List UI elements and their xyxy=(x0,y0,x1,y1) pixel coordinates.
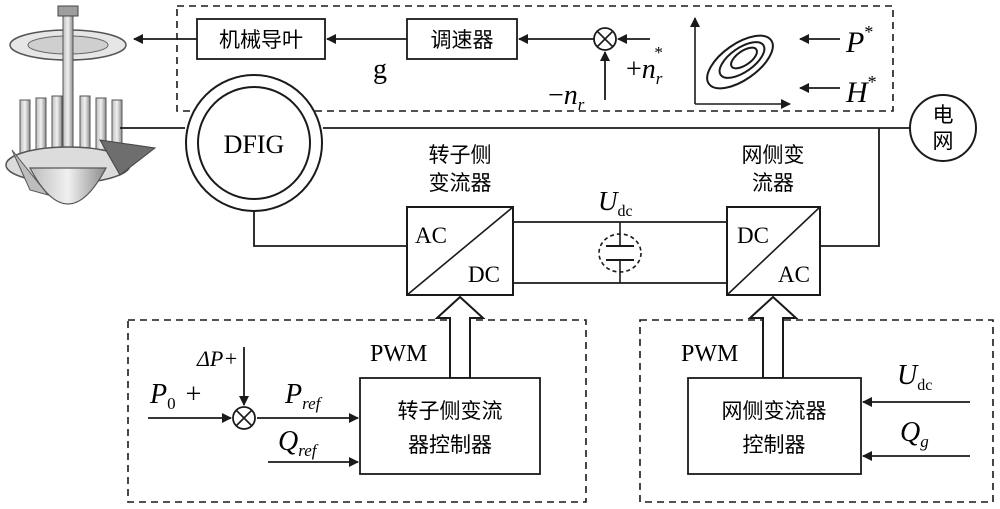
pref-subscript: ref xyxy=(302,394,323,413)
qref-label: Qref xyxy=(278,426,319,460)
pwm-arrow-left xyxy=(434,295,486,379)
p0-label: P0 + xyxy=(149,379,201,413)
udc-input-label: Udc xyxy=(897,360,932,394)
p-star-symbol: P xyxy=(845,26,864,59)
gsc-controller-block xyxy=(687,377,862,475)
gsc-title-line2: 流器 xyxy=(752,171,794,195)
udc-input-subscript: dc xyxy=(917,377,932,394)
nr-subscript: r xyxy=(578,95,585,114)
rsc-controller-line2: 器控制器 xyxy=(408,433,492,457)
power-summing-junction xyxy=(232,406,256,430)
udc-input-symbol: U xyxy=(897,360,919,391)
rsc-ac-label: AC xyxy=(415,223,447,248)
grid-label-line1: 电 xyxy=(933,103,954,127)
gsc-dc-label: DC xyxy=(737,223,769,248)
nr-star-subscript: r xyxy=(656,69,663,88)
gsc-ac-label: AC xyxy=(778,262,810,287)
plus-sign: + xyxy=(626,54,642,85)
power-reference-label: P* xyxy=(845,22,873,59)
nr-star-symbol: n xyxy=(642,54,656,85)
rsc-title-line1: 转子侧 xyxy=(429,143,492,167)
p0-symbol: P xyxy=(149,379,167,410)
h-star-superscript: * xyxy=(868,72,877,92)
grid-side-converter xyxy=(726,206,821,296)
guide-opening-label: g xyxy=(373,54,387,85)
neg-speed-feedback-label: −nr xyxy=(548,80,585,114)
qg-input-label: Qg xyxy=(900,417,929,451)
speed-summing-junction xyxy=(593,27,617,51)
pwm-arrow-right xyxy=(747,295,799,379)
dfig-label: DFIG xyxy=(224,130,285,159)
delta-p-label: ΔP+ xyxy=(196,346,238,371)
h-star-symbol: H xyxy=(845,76,870,109)
neg-sign: − xyxy=(548,80,564,111)
grid-controller-box xyxy=(639,319,994,503)
dfig-machine xyxy=(185,74,323,212)
rsc-controller-block xyxy=(359,377,541,475)
pref-symbol: P xyxy=(284,379,302,410)
dc-voltage-label: Udc xyxy=(598,186,633,220)
pwm-label-right: PWM xyxy=(681,341,738,367)
qref-subscript: ref xyxy=(298,441,319,460)
guide-vane-label: 机械导叶 xyxy=(219,28,303,52)
udc-symbol: U xyxy=(598,186,619,216)
efficiency-hill-chart-icon xyxy=(690,17,791,109)
p0-plus: + xyxy=(186,379,202,410)
gsc-title-line1: 网侧变 xyxy=(742,143,805,167)
rsc-controller-line1: 转子侧变流 xyxy=(398,399,503,423)
turbine-illustration xyxy=(5,5,157,205)
rsc-dc-label: DC xyxy=(468,262,500,287)
rsc-title-line2: 变流器 xyxy=(429,171,492,195)
p0-subscript: 0 xyxy=(167,394,176,413)
gsc-controller-line2: 控制器 xyxy=(743,433,806,457)
pref-label: Pref xyxy=(284,379,323,413)
rotor-controller-box xyxy=(127,319,587,503)
udc-subscript: dc xyxy=(618,203,633,220)
p-star-superscript: * xyxy=(864,22,873,42)
qref-symbol: Q xyxy=(278,426,298,457)
rotor-side-converter xyxy=(406,206,514,296)
gsc-controller-line1: 网侧变流器 xyxy=(722,399,827,423)
grid-node xyxy=(909,94,977,162)
qg-symbol: Q xyxy=(900,417,920,448)
speed-control-box xyxy=(176,5,894,112)
head-reference-label: H* xyxy=(845,72,877,109)
nr-star-superscript: * xyxy=(654,43,663,62)
nr-symbol: n xyxy=(564,80,578,111)
qg-subscript: g xyxy=(920,432,929,451)
grid-label-line2: 网 xyxy=(933,129,954,153)
governor-block xyxy=(406,18,518,60)
dc-link-capacitor xyxy=(598,233,642,273)
speed-reference-label: +nr * xyxy=(626,43,663,88)
pwm-label-left: PWM xyxy=(370,341,427,367)
governor-label: 调速器 xyxy=(431,28,494,52)
